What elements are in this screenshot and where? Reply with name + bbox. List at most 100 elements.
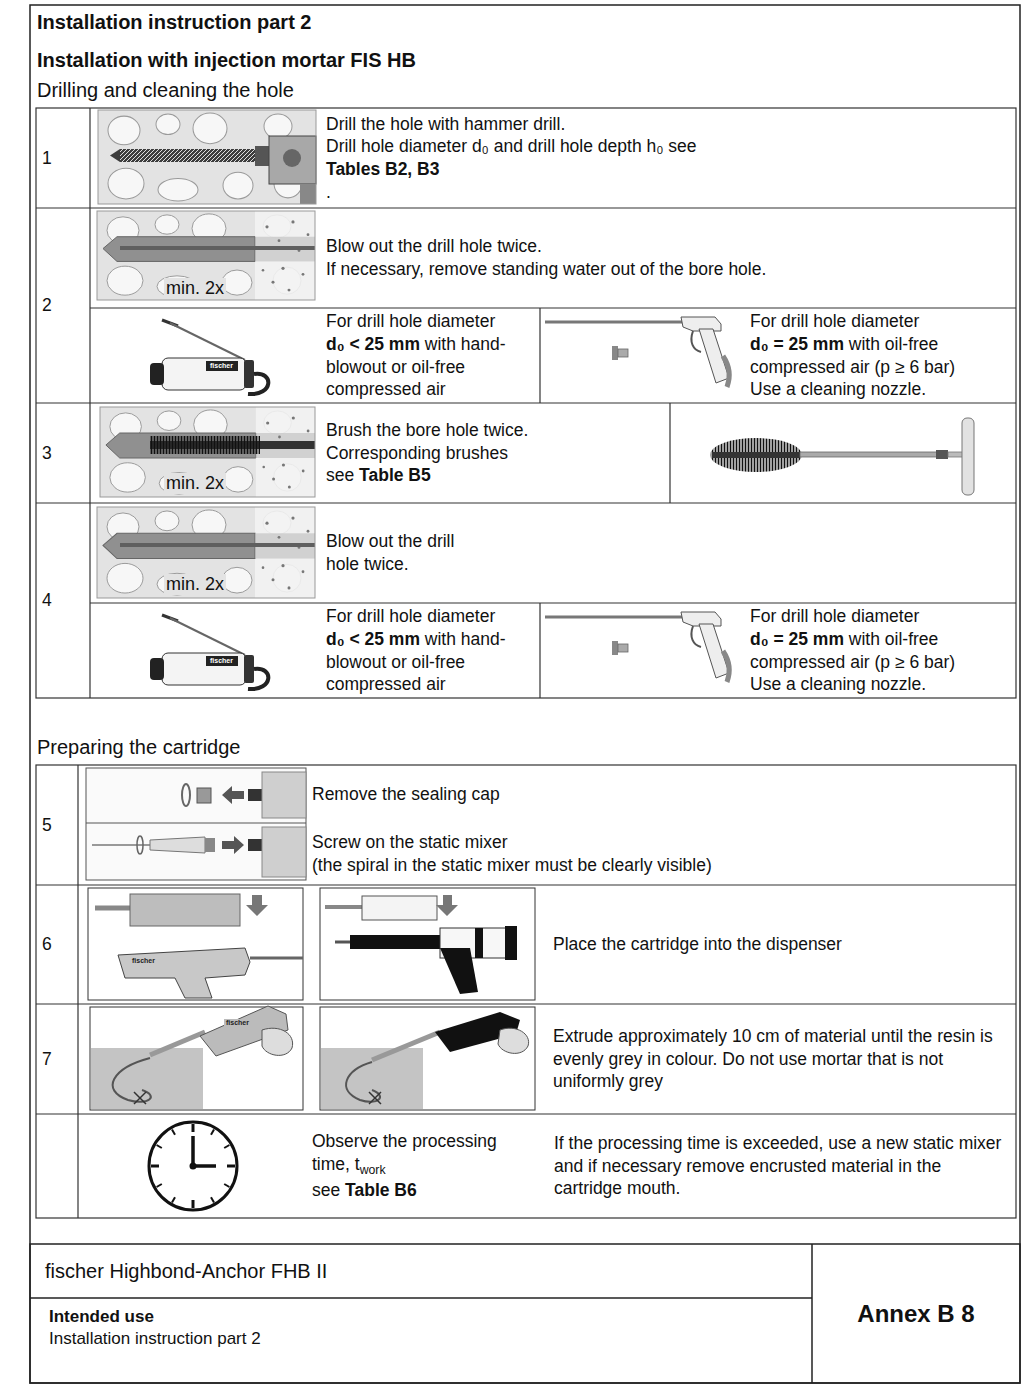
brand-mark: fischer [208,362,235,370]
instruction-cell: If the processing time is exceeded, use … [550,1114,1014,1218]
cell-text: 2 [42,294,52,317]
cell-text-area: Remove the sealing cap [308,765,1008,823]
instruction-cell: Observe the processing time, tworksee Ta… [308,1114,548,1218]
body-text: Blow out the drill hole twice. [326,236,542,256]
body-text: Installation instruction part 2 [49,1329,261,1348]
hand-pump-icon [150,615,268,689]
brand-mark: fischer [130,957,157,965]
bold-text: d₀ = 25 mm [750,334,844,354]
cell-text-area: 6 [36,885,78,1004]
cell-text: 3 [42,442,52,465]
bold-text: d₀ = 25 mm [750,629,844,649]
repeat-note: min. 2x [164,473,226,494]
body-text: If the processing time is exceeded, use … [554,1133,1001,1199]
step-row: 5 Remove the sealing capScrew on the stat… [36,765,1016,885]
cell-text: 7 [42,1048,52,1071]
instruction-cell: For drill hole diameterd₀ = 25 mm with o… [746,603,1016,698]
cell-text-area: Brush the bore hole twice. Corresponding … [322,403,670,503]
cell-text: Place the cartridge into the dispenser [553,933,842,956]
cell-text: Screw on the static mixer(the spiral in … [312,831,712,877]
cell-text: Brush the bore hole twice. Corresponding … [326,419,528,487]
cell-text: 4 [42,589,52,612]
extrusion-illustration [320,1007,535,1110]
cell-text-area: 7 [36,1004,78,1114]
body-text: 6 [42,934,52,954]
cell-text-area: Drill the hole with hammer drill.Drill h… [322,108,1012,208]
cell-text: fischer Highbond-Anchor FHB II [45,1258,327,1284]
instruction-cell: Drill the hole with hammer drill.Drill h… [322,108,1012,208]
section-heading: Drilling and cleaning the hole [37,79,294,102]
brand-mark: fischer [208,657,235,665]
body-text: Place the cartridge into the dispenser [553,934,842,954]
body-text: Drill the hole with hammer drill. [326,114,565,134]
instruction-cell: Brush the bore hole twice. Corresponding … [322,403,670,503]
body-text: Observe the processing time, t [312,1131,497,1174]
instruction-cell: Place the cartridge into the dispenser [549,885,1009,1004]
body-text: 7 [42,1049,52,1069]
page-title: Installation instruction part 2 [37,10,311,34]
cell-text-area: 2 [36,208,90,403]
hand-pump-icon [150,320,268,394]
footer-cell: Annex B 8 [812,1244,1020,1383]
cell-text-area: 4 [36,503,90,698]
cell-text-area: For drill hole diameterd₀ < 25 mm with h… [322,603,540,698]
instruction-cell: Extrude approximately 10 cm of material … [549,1004,1014,1114]
body-text: Corresponding brushes [326,443,508,463]
table-lines [36,108,1016,698]
cell-text: If the processing time is exceeded, use … [554,1132,1010,1200]
bold-text: d₀ < 25 mm [326,334,420,354]
cell-text: Intended useInstallation instruction par… [49,1306,261,1350]
instruction-cell: Blow out the drill hole twice.If necessa… [322,208,1012,308]
brand-mark: fischer [224,1019,251,1027]
body-text: Brush the bore hole twice. [326,420,528,440]
body-text: Use a cleaning nozzle. [750,674,926,694]
step-row: 1 Drill the hole with hammer drill.Drill … [36,108,1016,208]
cell-text: 1 [42,147,52,170]
blow-gun-icon [545,317,729,387]
body-text: For drill hole diameter [326,311,495,331]
step-row: 7 Extrude approximately 10 cm of material… [36,1004,1016,1114]
blow-out-illustration [97,507,315,598]
cell-text: For drill hole diameterd₀ = 25 mm with o… [750,310,1012,401]
body-text: 1 [42,148,52,168]
step-row: 6 Place the cartridge into the dispenser [36,885,1016,1004]
body-text: For drill hole diameter [750,606,919,626]
cell-text: 5 [42,814,52,837]
body-text: 3 [42,443,52,463]
footer-cell: Intended useInstallation instruction par… [30,1298,812,1383]
bold-text: d₀ < 25 mm [326,629,420,649]
cell-text: 6 [42,933,52,956]
footer-lines [30,1244,1020,1383]
cell-text: Extrude approximately 10 cm of material … [553,1025,1010,1093]
instruction-cell: Remove the sealing cap [308,765,1008,823]
blow-out-illustration [97,211,315,300]
body-text: 2 [42,295,52,315]
cell-text-area: Observe the processing time, tworksee Ta… [308,1114,548,1218]
cell-text: Drill the hole with hammer drill.Drill h… [326,113,697,204]
subscript-text: work [360,1163,386,1177]
dispenser-illustration [88,888,303,1000]
body-text: For drill hole diameter [326,606,495,626]
body-text: (the spiral in the static mixer must be … [312,855,712,875]
body-text: Drill hole diameter d₀ and drill hole de… [326,136,697,156]
body-text: 4 [42,590,52,610]
cell-text: Blow out the drill hole twice. [326,530,491,576]
cell-text-area: Blow out the drill hole twice. [322,503,1012,603]
body-text: see [326,465,354,485]
footer-cell: fischer Highbond-Anchor FHB II [30,1244,812,1298]
cell-text-area: Extrude approximately 10 cm of material … [549,1004,1014,1114]
cell-text: Observe the processing time, tworksee Ta… [312,1130,527,1202]
cell-text-area: Place the cartridge into the dispenser [549,885,1009,1004]
cartridge-preparation-illustration [86,768,306,880]
cell-text-area: 1 [36,108,90,208]
repeat-note: min. 2x [164,278,226,299]
body-text: fischer Highbond-Anchor FHB II [45,1260,327,1282]
bold-text: Tables B2, B3 [326,159,439,179]
cell-text: Blow out the drill hole twice.If necessa… [326,235,766,281]
step-row: 2 Blow out the drill hole twice.If necess… [36,208,1016,403]
instruction-cell: Screw on the static mixer(the spiral in … [308,823,1008,885]
brushing-illustration [100,407,315,497]
cell-text-area: Screw on the static mixer(the spiral in … [308,823,1008,885]
bold-text: Annex B 8 [857,1300,974,1327]
bold-text: Table B5 [359,465,431,485]
